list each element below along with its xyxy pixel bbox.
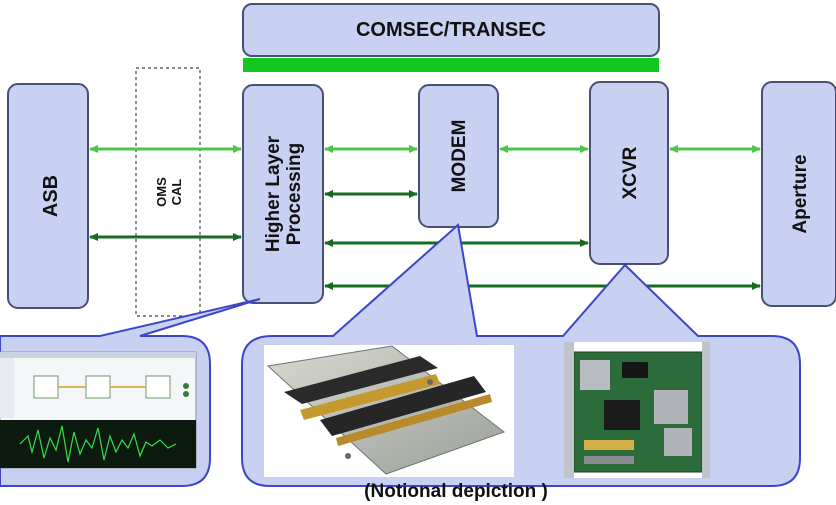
xcvr-circuit-board-image: [564, 342, 710, 478]
notional-depiction-caption: (Notional depiction ): [364, 481, 548, 502]
asb-block: [7, 83, 89, 309]
comsec-bar: [243, 58, 659, 72]
xcvr-block: [589, 81, 669, 265]
xcvr-label: XCVR: [620, 146, 641, 199]
hlp-label-line1: Higher Layer: [263, 135, 284, 252]
software-screenshot-thumbnail: [0, 351, 197, 469]
aperture-block: [761, 81, 836, 307]
oms-cal-block: [135, 67, 201, 317]
cal-label: CAL: [169, 179, 184, 206]
comsec-transec-label: COMSEC/TRANSEC: [356, 19, 546, 41]
asb-label: ASB: [40, 175, 62, 217]
hlp-label-line2: Processing: [284, 143, 305, 245]
comsec-transec-block: [242, 3, 660, 57]
oms-label: OMS: [154, 177, 169, 207]
modem-label: MODEM: [449, 120, 470, 193]
higher-layer-processing-block: [242, 84, 324, 304]
aperture-label: Aperture: [790, 154, 811, 233]
modem-connector-board-image: [264, 345, 514, 477]
